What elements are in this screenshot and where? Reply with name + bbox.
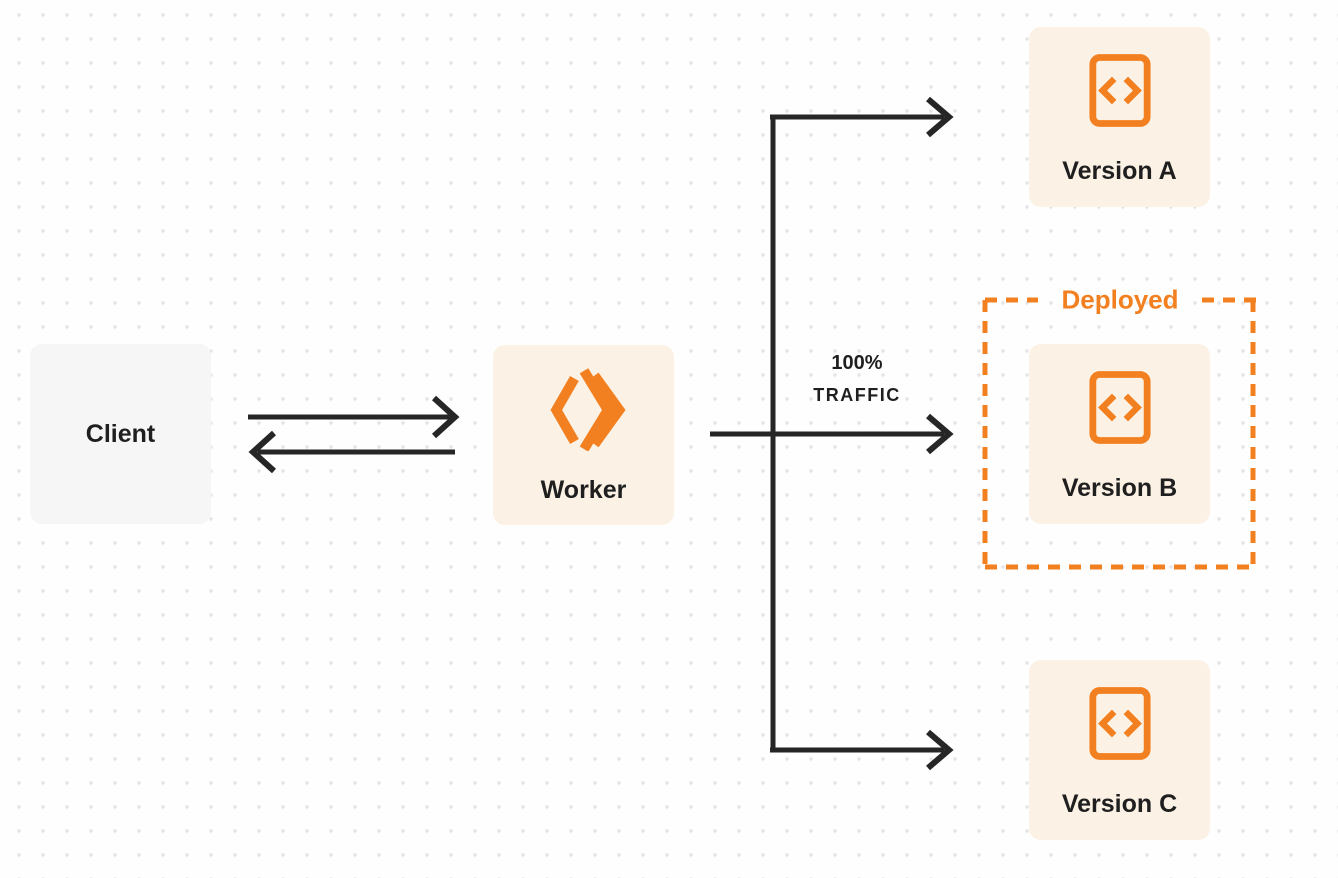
worker-label: Worker bbox=[540, 476, 627, 504]
worker-client-response-arrow bbox=[248, 430, 455, 474]
node-worker: Worker bbox=[493, 345, 674, 525]
version-b-label: Version B bbox=[1061, 474, 1178, 502]
workers-double-chevron-icon bbox=[550, 368, 625, 451]
version-a-label: Version A bbox=[1062, 157, 1177, 185]
code-file-icon bbox=[1088, 687, 1151, 760]
traffic-edge-label: 100% TRAFFIC bbox=[773, 350, 941, 408]
client-label: Client bbox=[85, 420, 156, 448]
code-file-icon bbox=[1088, 54, 1151, 127]
version-c-label: Version C bbox=[1061, 790, 1178, 818]
traffic-percent: 100% bbox=[831, 352, 883, 374]
node-version-c: Version C bbox=[1029, 660, 1210, 840]
node-version-b: Version B bbox=[1029, 344, 1210, 524]
deployed-group-label: Deployed bbox=[1061, 284, 1179, 315]
code-file-icon bbox=[1088, 371, 1151, 444]
traffic-split-lines bbox=[710, 96, 954, 771]
node-client: Client bbox=[30, 344, 211, 524]
client-worker-request-arrow bbox=[248, 395, 460, 439]
node-version-a: Version A bbox=[1029, 27, 1210, 207]
traffic-word: TRAFFIC bbox=[813, 385, 901, 405]
